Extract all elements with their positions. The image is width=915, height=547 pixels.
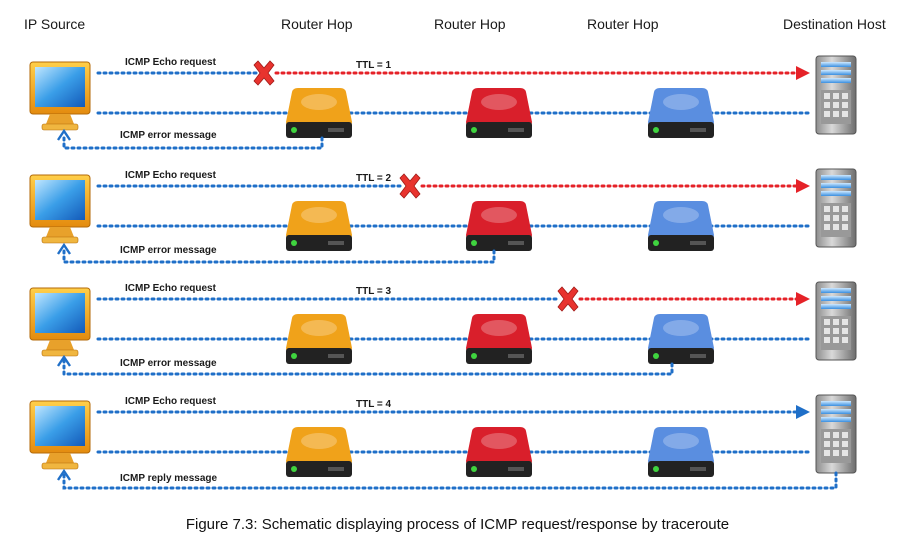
ip-source-computer-icon-2: [29, 174, 91, 244]
row4-request-arrowhead: [796, 405, 810, 419]
row1-response-path: [62, 132, 324, 150]
router-icon-1-3: [648, 88, 714, 138]
row-1: [29, 55, 857, 150]
destination-server-icon-3: [815, 281, 857, 361]
router-icon-1-1: [286, 88, 352, 138]
destination-server-icon-4: [815, 394, 857, 474]
header-ip-source: IP Source: [24, 16, 86, 32]
row1-ttl-label: TTL = 1: [356, 60, 392, 71]
row4-ttl-label: TTL = 4: [356, 399, 392, 410]
row4-response-label: ICMP reply message: [120, 473, 218, 484]
row3-response-path: [62, 358, 674, 376]
header-router-hop-3: Router Hop: [587, 16, 659, 32]
row-4: [29, 394, 857, 490]
destination-server-icon-2: [815, 168, 857, 248]
row2-ttl-label: TTL = 2: [356, 173, 392, 184]
row1-response-arrowhead: [57, 128, 71, 141]
router-icon-4-2: [466, 427, 532, 477]
ip-source-computer-icon-4: [29, 400, 91, 470]
destination-server-icon-1: [815, 55, 857, 135]
row3-response-arrowhead: [57, 354, 71, 367]
row2-request-label: ICMP Echo request: [125, 170, 216, 181]
row-2: [29, 168, 857, 264]
router-icon-3-2: [466, 314, 532, 364]
row4-request-label: ICMP Echo request: [125, 396, 216, 407]
ip-source-computer-icon-3: [29, 287, 91, 357]
router-icon-2-3: [648, 201, 714, 251]
router-icon-4-1: [286, 427, 352, 477]
figure-caption: Figure 7.3: Schematic displaying process…: [185, 516, 730, 533]
header-router-hop-1: Router Hop: [281, 16, 353, 32]
router-icon-4-3: [648, 427, 714, 477]
row2-dropped-arrowhead: [796, 179, 810, 193]
drop-x-icon-3: [557, 286, 579, 312]
row3-response-label: ICMP error message: [120, 358, 217, 369]
row2-response-path: [62, 246, 496, 264]
header-destination-host: Destination Host: [783, 16, 886, 32]
row-3: [29, 281, 857, 376]
header-router-hop-2: Router Hop: [434, 16, 506, 32]
router-icon-3-3: [648, 314, 714, 364]
row2-response-arrowhead: [57, 242, 71, 255]
row1-dropped-arrowhead: [796, 66, 810, 80]
row4-reply-path: [62, 471, 838, 490]
router-icon-3-1: [286, 314, 352, 364]
ip-source-computer-icon-1: [29, 61, 91, 131]
router-icon-2-2: [466, 201, 532, 251]
row3-ttl-label: TTL = 3: [356, 286, 392, 297]
row4-reply-arrowhead: [57, 468, 71, 481]
row1-request-label: ICMP Echo request: [125, 57, 216, 68]
router-icon-2-1: [286, 201, 352, 251]
router-icon-1-2: [466, 88, 532, 138]
row1-response-label: ICMP error message: [120, 130, 217, 141]
drop-x-icon-2: [399, 173, 421, 199]
row2-response-label: ICMP error message: [120, 245, 217, 256]
row3-dropped-arrowhead: [796, 292, 810, 306]
row3-request-label: ICMP Echo request: [125, 283, 216, 294]
